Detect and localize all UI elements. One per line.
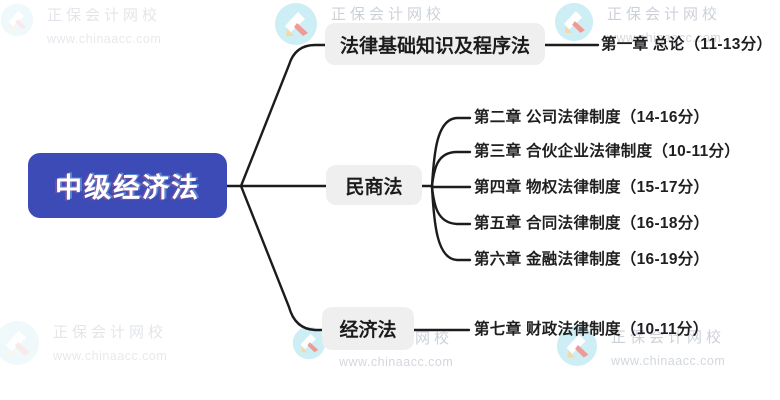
chapter-6-label: 第六章 金融法律制度（16-19分） — [474, 251, 710, 268]
brand-url: www.chinaacc.com — [611, 354, 726, 368]
brand-name: 正保会计网校 — [607, 6, 722, 23]
chapter-7-label: 第七章 财政法律制度（10-11分） — [474, 321, 709, 338]
connector-branch1-ch5 — [430, 185, 472, 226]
connector-root-to-branch-2 — [239, 184, 324, 332]
branch-node-legal-basics: 法律基础知识及程序法 — [325, 23, 545, 65]
brand-logo-icon — [292, 326, 326, 360]
brand-logo-icon — [0, 321, 39, 365]
brand-logo-icon — [275, 3, 317, 45]
watermark: 正保会计网校 www.chinaacc.com — [0, 320, 167, 366]
chapter-1-label: 第一章 总论（11-13分） — [601, 36, 773, 53]
watermark: 正保会计网校 www.chinaacc.com — [554, 2, 721, 45]
branch-node-civil-commercial: 民商法 — [326, 165, 422, 205]
brand-logo-icon — [0, 3, 34, 37]
chapter-5-label: 第五章 合同法律制度（16-18分） — [474, 215, 710, 232]
brand-name: 正保会计网校 — [331, 6, 446, 23]
chapter-3-label: 第三章 合伙企业法律制度（10-11分） — [474, 143, 741, 160]
brand-name: 正保会计网校 — [53, 324, 168, 341]
brand-url: www.chinaacc.com — [339, 355, 454, 369]
brand-name: 正保会计网校 — [47, 7, 162, 24]
brand-logo-icon — [556, 325, 598, 367]
brand-url: www.chinaacc.com — [607, 31, 722, 45]
connector-branch1-ch3 — [430, 150, 472, 188]
watermark: 正保会计网校 www.chinaacc.com — [556, 325, 725, 368]
brand-url: www.chinaacc.com — [53, 349, 168, 363]
chapter-4-label: 第四章 物权法律制度（15-17分） — [474, 179, 710, 196]
root-node: 中级经济法 — [28, 153, 227, 218]
watermark: 正保会计网校 www.chinaacc.com — [0, 3, 161, 46]
chapter-2-label: 第二章 公司法律制度（14-16分） — [474, 109, 710, 126]
brand-name: 正保会计网校 — [611, 329, 726, 346]
branch-node-economic: 经济法 — [322, 307, 414, 350]
connector-branch1-ch6 — [430, 185, 472, 262]
brand-url: www.chinaacc.com — [47, 32, 162, 46]
connector-root-to-branch-0 — [239, 43, 327, 188]
brand-logo-icon — [554, 2, 594, 42]
